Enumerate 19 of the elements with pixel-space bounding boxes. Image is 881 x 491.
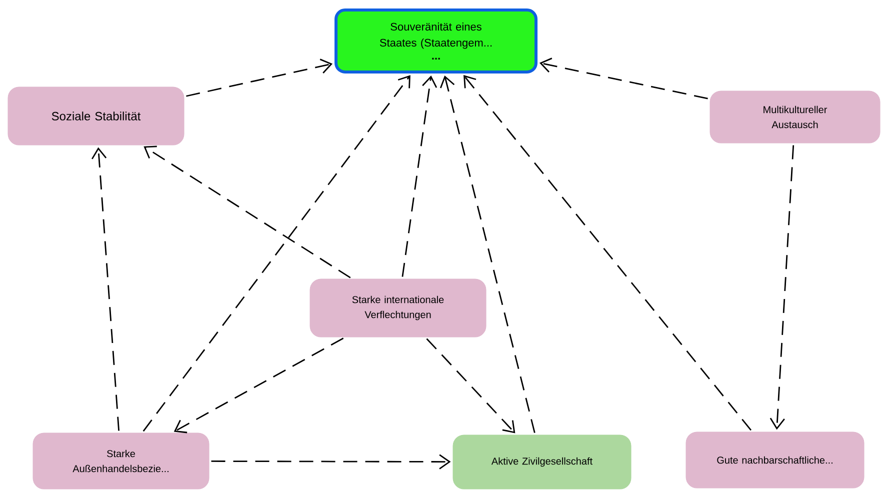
arrow xyxy=(539,58,708,100)
arrow xyxy=(91,147,120,431)
arrow xyxy=(402,75,438,277)
factor-box: Starke internationale Verflechtungen xyxy=(310,278,486,338)
factor-box: Soziale Stabilität xyxy=(8,86,184,146)
arrow xyxy=(463,75,752,431)
factor-box: Gute nachbarschaftliche... xyxy=(686,432,864,488)
arrow xyxy=(144,146,351,278)
arrow xyxy=(142,75,410,432)
arrow xyxy=(211,454,451,470)
factor-box: Multikultureller Austausch xyxy=(710,90,880,144)
factor-box: Starke Außenhandelsbezie... xyxy=(32,432,210,490)
arrow xyxy=(426,338,516,434)
topic-box: Souveränität eines Staates (Staatengem... ... xyxy=(334,8,538,74)
arrow xyxy=(770,145,794,430)
arrow xyxy=(174,338,344,434)
arrow xyxy=(440,75,536,433)
arrow xyxy=(186,58,333,97)
factor-box: Aktive Zivilgesellschaft xyxy=(452,434,632,490)
